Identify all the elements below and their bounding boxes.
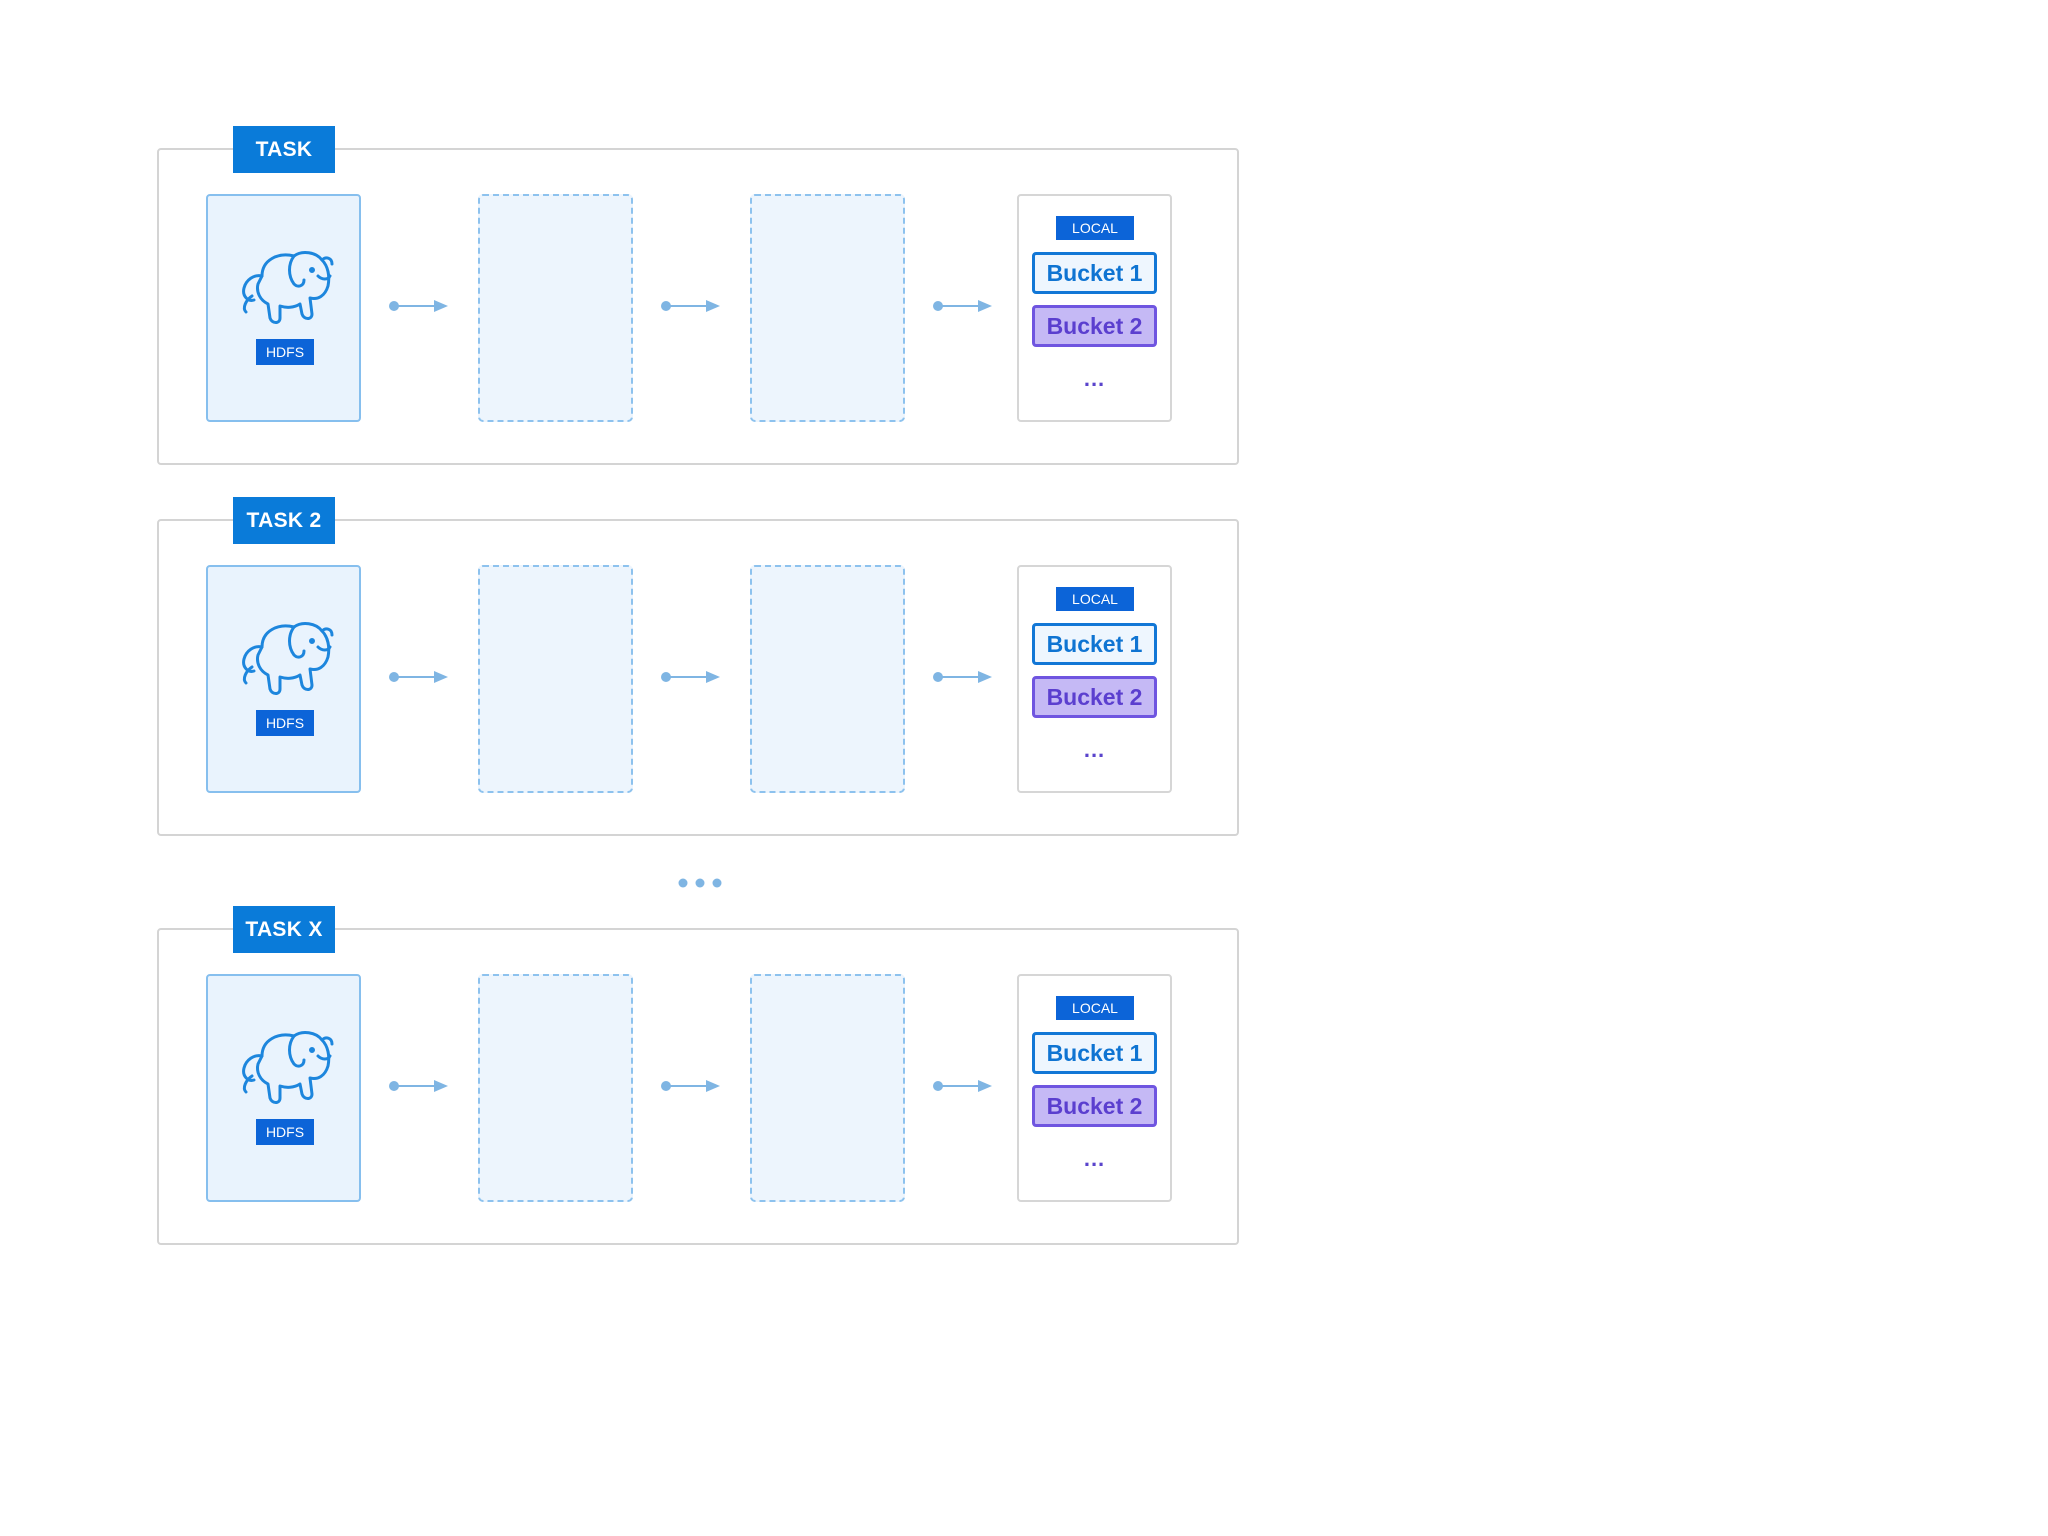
arrow-right-icon — [660, 296, 724, 316]
bucket-1: Bucket 1 — [1032, 1032, 1157, 1074]
elephant-icon — [232, 246, 336, 330]
task-label: TASK 2 — [233, 497, 335, 544]
hdfs-source: HDFS — [206, 974, 361, 1202]
task-panel: TASK HDFS LOCAL Bucket 1 Bucket 2 ... — [157, 126, 1239, 465]
arrow-right-icon — [388, 667, 452, 687]
elephant-icon — [232, 1026, 336, 1110]
task-label: TASK — [233, 126, 335, 173]
arrow-right-icon — [660, 667, 724, 687]
local-label: LOCAL — [1056, 587, 1134, 611]
local-label: LOCAL — [1056, 216, 1134, 240]
arrow-right-icon — [660, 1076, 724, 1096]
local-output: LOCAL Bucket 1 Bucket 2 ... — [1017, 194, 1172, 422]
hdfs-label: HDFS — [256, 339, 314, 365]
hdfs-source: HDFS — [206, 565, 361, 793]
bucket-1: Bucket 1 — [1032, 252, 1157, 294]
hdfs-label: HDFS — [256, 1119, 314, 1145]
hdfs-label: HDFS — [256, 710, 314, 736]
arrow-right-icon — [932, 296, 996, 316]
bucket-2: Bucket 2 — [1032, 676, 1157, 718]
ellipsis-icon — [678, 878, 722, 888]
task-panel: TASK 2 HDFS LOCAL Bucket 1 Bucket 2 ... — [157, 497, 1239, 836]
arrow-right-icon — [932, 667, 996, 687]
elephant-icon — [232, 617, 336, 701]
stage-placeholder — [750, 194, 905, 422]
stage-placeholder — [478, 974, 633, 1202]
task-label: TASK X — [233, 906, 335, 953]
more-buckets-ellipsis: ... — [1083, 1146, 1106, 1171]
bucket-1: Bucket 1 — [1032, 623, 1157, 665]
hdfs-source: HDFS — [206, 194, 361, 422]
bucket-2: Bucket 2 — [1032, 1085, 1157, 1127]
task-panel: TASK X HDFS LOCAL Bucket 1 Bucket 2 ... — [157, 906, 1239, 1245]
arrow-right-icon — [388, 296, 452, 316]
local-output: LOCAL Bucket 1 Bucket 2 ... — [1017, 565, 1172, 793]
stage-placeholder — [750, 565, 905, 793]
local-label: LOCAL — [1056, 996, 1134, 1020]
local-output: LOCAL Bucket 1 Bucket 2 ... — [1017, 974, 1172, 1202]
stage-placeholder — [478, 565, 633, 793]
more-buckets-ellipsis: ... — [1083, 366, 1106, 391]
arrow-right-icon — [932, 1076, 996, 1096]
stage-placeholder — [750, 974, 905, 1202]
arrow-right-icon — [388, 1076, 452, 1096]
bucket-2: Bucket 2 — [1032, 305, 1157, 347]
stage-placeholder — [478, 194, 633, 422]
more-buckets-ellipsis: ... — [1083, 737, 1106, 762]
